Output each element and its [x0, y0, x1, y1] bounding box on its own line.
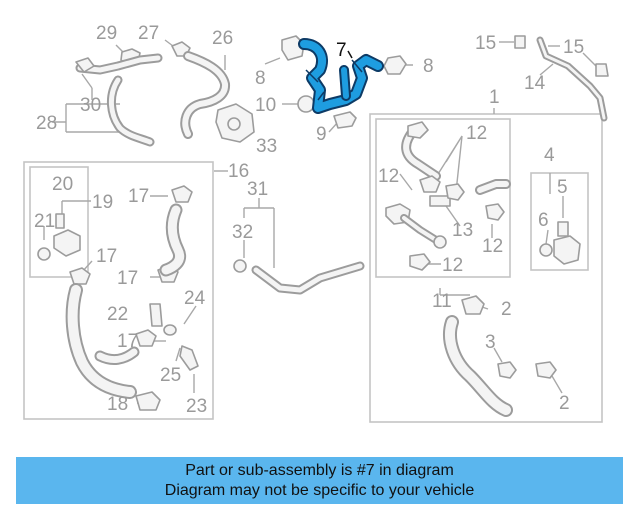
- group-box-16: [23, 161, 214, 420]
- callout-9: 9: [316, 124, 327, 145]
- callout-20: 20: [52, 174, 73, 195]
- callout-17-c: 17: [117, 268, 138, 289]
- callout-6: 6: [538, 210, 549, 231]
- info-banner: Part or sub-assembly is #7 in diagram Di…: [16, 457, 623, 504]
- callout-12-top: 12: [466, 123, 487, 144]
- callout-16: 16: [228, 161, 249, 182]
- callout-30: 30: [80, 95, 101, 116]
- callout-3: 3: [485, 332, 496, 353]
- callout-14: 14: [524, 73, 546, 94]
- callout-32: 32: [232, 222, 253, 243]
- callout-12-left: 12: [378, 166, 399, 187]
- callout-26: 26: [212, 28, 233, 49]
- group-box-11: [375, 118, 511, 278]
- group-box-4: [530, 172, 589, 271]
- parts-diagram: 29 27 26 8 10 9 7 8 15 15 14 30 28 33 1 …: [23, 23, 609, 423]
- callout-8-right: 8: [423, 56, 434, 77]
- callout-17-a: 17: [128, 186, 149, 207]
- callout-21: 21: [34, 211, 55, 232]
- callout-15-left: 15: [475, 33, 496, 54]
- callout-23: 23: [186, 396, 207, 417]
- callout-2-top: 2: [501, 299, 512, 320]
- callout-2-bottom: 2: [559, 393, 570, 414]
- banner-line-2: Diagram may not be specific to your vehi…: [164, 482, 475, 499]
- callout-17-b: 17: [96, 246, 117, 267]
- callout-29: 29: [96, 23, 117, 44]
- group-box-1: [369, 113, 603, 423]
- callout-18: 18: [107, 394, 128, 415]
- callout-7: 7: [336, 40, 347, 61]
- callout-22: 22: [107, 304, 128, 325]
- callout-12-bottom: 12: [442, 255, 463, 276]
- callout-5: 5: [557, 177, 568, 198]
- callout-28: 28: [36, 113, 57, 134]
- callout-labels: 29 27 26 8 10 9 7 8 15 15 14 30 28 33 1 …: [34, 23, 584, 417]
- callout-25: 25: [160, 365, 181, 386]
- hose-part-7-fill[interactable]: [300, 40, 382, 112]
- callout-8-left: 8: [255, 68, 266, 89]
- part-sketches: [37, 35, 609, 417]
- leader-line-7: [347, 50, 353, 59]
- callout-10: 10: [255, 95, 276, 116]
- callout-13: 13: [452, 220, 473, 241]
- callout-24: 24: [184, 288, 206, 309]
- callout-17-d: 17: [117, 331, 138, 352]
- callout-27: 27: [138, 23, 159, 44]
- callout-31: 31: [247, 179, 268, 200]
- callout-19: 19: [92, 192, 113, 213]
- hose-part-7[interactable]: [298, 38, 384, 114]
- callout-15-right: 15: [563, 37, 584, 58]
- group-box-19: [29, 166, 89, 278]
- callout-11: 11: [432, 291, 452, 312]
- banner-line-1: Part or sub-assembly is #7 in diagram: [185, 462, 454, 479]
- callout-12-right: 12: [482, 236, 503, 257]
- callout-4: 4: [544, 145, 555, 166]
- callout-1: 1: [489, 87, 500, 108]
- callout-33: 33: [256, 136, 277, 157]
